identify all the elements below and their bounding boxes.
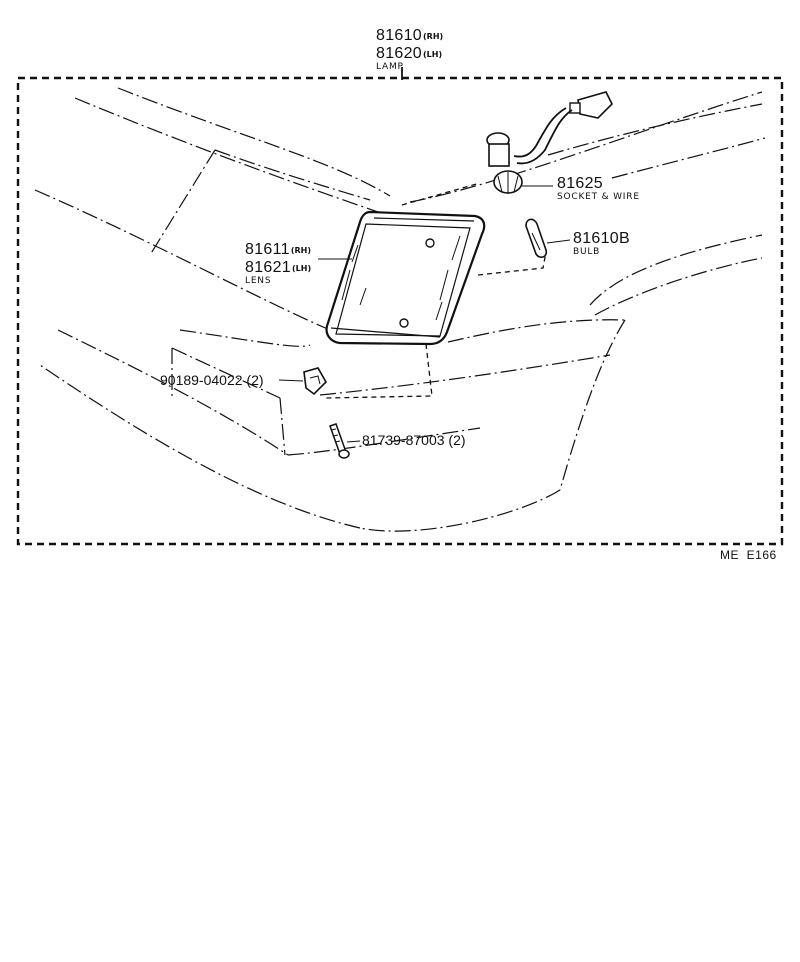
clip-number: 90189-04022 xyxy=(160,372,243,388)
screw-qty: (2) xyxy=(448,432,466,448)
lens-drawing xyxy=(324,182,547,399)
lamp-assembly-frame xyxy=(16,67,784,546)
lamp-suffix-lh: (LH) xyxy=(423,50,443,59)
screw-drawing xyxy=(329,423,361,459)
lens-suffix-lh: (LH) xyxy=(292,264,312,273)
socket-wire-name: SOCKET & WIRE xyxy=(557,192,640,202)
lens-number-rh: 81611 xyxy=(245,241,290,258)
clip-drawing xyxy=(278,367,327,396)
lamp-suffix-rh: (RH) xyxy=(423,32,444,41)
socket-wire-drawing xyxy=(486,91,613,194)
clip-callout: 90189-04022 (2) xyxy=(160,373,264,387)
lamp-number-lh: 81620 xyxy=(376,45,422,62)
lamp-name: LAMP xyxy=(376,62,404,72)
lens-suffix-rh: (RH) xyxy=(290,246,311,255)
diagram-code: ME E166 xyxy=(720,548,777,562)
bulb-number: 81610B xyxy=(573,230,630,247)
lamp-number-rh: 81610 xyxy=(376,27,422,44)
screw-number: 81739-87003 xyxy=(362,432,445,448)
socket-wire-callout: 81625 SOCKET & WIRE xyxy=(557,176,640,202)
screw-callout: 81739-87003 (2) xyxy=(362,433,466,447)
lens-name: LENS xyxy=(245,276,272,286)
vehicle-body-outline xyxy=(34,87,766,532)
bulb-drawing xyxy=(525,218,571,259)
lens-number-lh: 81621 xyxy=(245,259,291,276)
bulb-name: BULB xyxy=(573,247,601,257)
clip-qty: (2) xyxy=(246,372,264,388)
lamp-callout: 81610(RH) 81620(LH) LAMP xyxy=(376,27,443,72)
bulb-callout: 81610B BULB xyxy=(573,231,630,257)
socket-wire-number: 81625 xyxy=(557,175,603,192)
lens-callout: 81611(RH) 81621(LH) LENS xyxy=(245,241,311,286)
